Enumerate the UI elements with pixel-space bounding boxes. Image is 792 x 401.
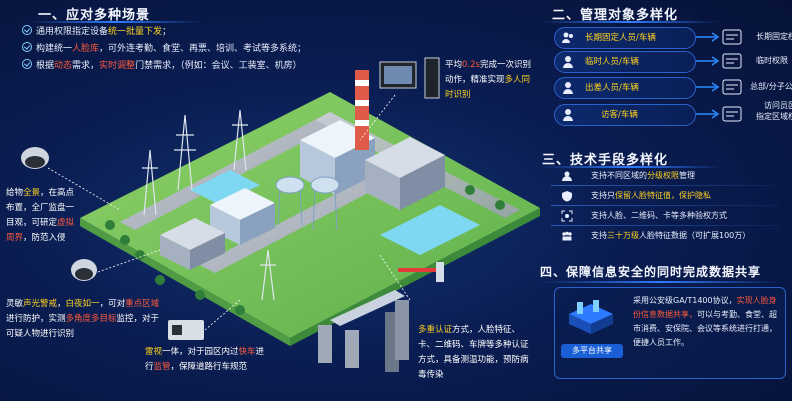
user-icon xyxy=(563,82,573,94)
section1-bullet-2: 构建统一人脸库，可外连考勤、食堂、再票、培训、考试等多系统； xyxy=(22,42,306,56)
visitor-icon xyxy=(563,109,573,121)
section1-bullet-3: 根据动态需求，实时调整门禁需求，（例如：会议、工装室、机房） xyxy=(22,59,302,73)
permission-card-icon xyxy=(722,106,742,122)
annotation-face-screen: 平均0.2s完成一次识别动作，精准实现多人同时识别 xyxy=(445,60,531,100)
check-icon xyxy=(22,59,32,69)
permission-card-icon xyxy=(722,53,742,69)
annotation-gate: 多重认证方式，人脸特征、卡、二维码、车牌等多种认证方式，具备测温功能，预防病毒传… xyxy=(418,325,529,380)
section2-title: 二、管理对象多样化 xyxy=(552,8,679,23)
shield-icon xyxy=(562,191,572,202)
data-share-text: 采用公安级GA/T1400协议，实现人脸身份信息数据共享，可以与考勤、食堂、超市… xyxy=(633,296,777,347)
section1-underline xyxy=(30,21,200,23)
tech-row-graded-permission: 支持不同区域的分级权限管理 xyxy=(551,169,781,185)
section4-title: 四、保障信息安全的同时完成数据共享 xyxy=(540,265,762,279)
users-icon xyxy=(562,32,573,43)
section1-title: 一、应对多种场景 xyxy=(38,8,151,23)
divider xyxy=(551,225,781,226)
face-scan-icon xyxy=(561,210,573,222)
user-gear-icon xyxy=(562,171,572,181)
tech-row-privacy: 支持只保留人脸特征值，保护隐私 xyxy=(551,189,781,205)
divider xyxy=(551,185,781,186)
tech-row-multi-verify: 支持人脸、二维码、卡等多种验权方式 xyxy=(551,209,781,225)
user-icon xyxy=(563,56,573,68)
tech-row-capacity: 支持三十万级人脸特征数据（可扩展100万） xyxy=(551,229,781,245)
arrow-right-icon xyxy=(696,32,720,42)
annotation-radar-camera: 雷视一体，对于园区内过快车进行监管，保障道路行车规范 xyxy=(145,347,265,372)
platform-share-icon xyxy=(569,300,613,334)
arrow-right-icon xyxy=(696,56,720,66)
arrow-right-icon xyxy=(696,82,720,92)
permission-card-icon xyxy=(722,29,742,45)
data-share-box: 多平台共享 采用公安级GA/T1400协议，实现人脸身份信息数据共享，可以与考勤… xyxy=(554,287,786,379)
section1-bullet-1: 通用权限指定设备统一批量下发； xyxy=(22,25,171,39)
section3-title: 三、技术手段多样化 xyxy=(542,153,669,168)
arrow-right-icon xyxy=(696,109,720,119)
annotation-panorama-camera: 给物全景，在高点布置，全厂监盘一目观，可研定虚拟周界，防范入侵 xyxy=(6,188,75,243)
divider xyxy=(551,205,781,206)
section4-underline xyxy=(540,281,780,283)
group-icon xyxy=(562,231,572,241)
section3-underline xyxy=(540,166,720,168)
permission-card-icon xyxy=(722,79,742,95)
annotation-alarm-camera: 灵敏声光警戒，白夜如一，可对重点区域进行防护，实测多角度多目标监控，对于可疑人物… xyxy=(6,299,160,339)
section2-underline xyxy=(540,21,720,23)
check-icon xyxy=(22,25,32,35)
platform-share-badge: 多平台共享 xyxy=(561,344,623,358)
check-icon xyxy=(22,42,32,52)
